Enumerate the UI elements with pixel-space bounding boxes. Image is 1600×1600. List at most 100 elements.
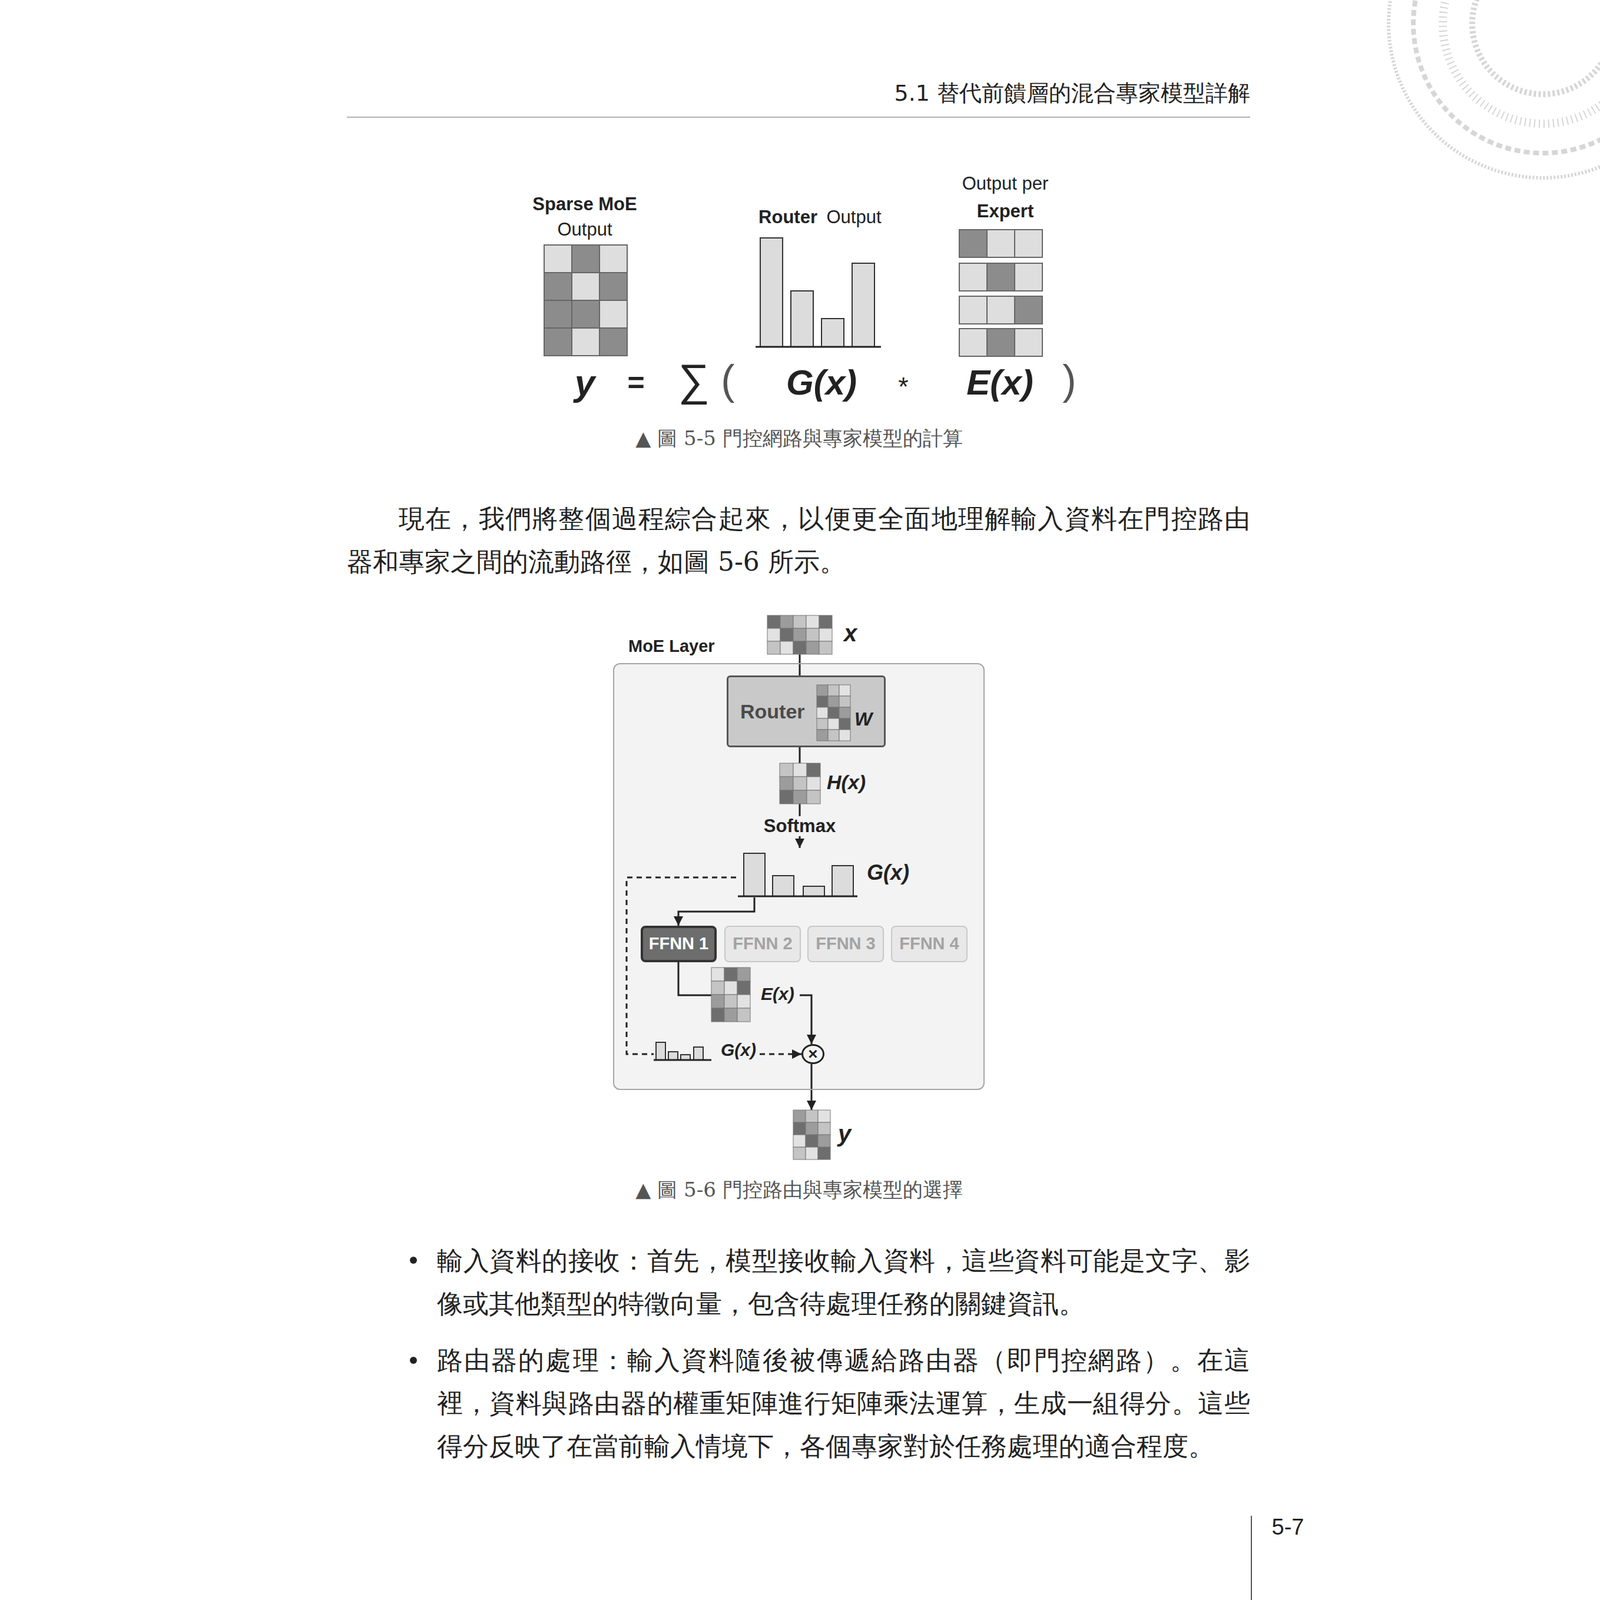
bar-baseline [653, 1059, 712, 1062]
matrix-cell [724, 994, 738, 1009]
decor-arc [1388, 0, 1600, 178]
bullet-dot [409, 1356, 417, 1364]
matrix-cell [1014, 296, 1043, 324]
matrix-cell [779, 790, 794, 804]
matrix-cell [724, 967, 738, 982]
figure-label: Output [826, 207, 881, 228]
node-label: G(x) [866, 860, 910, 885]
connector [799, 995, 812, 1045]
matrix-cell [544, 328, 572, 356]
matrix-cell [827, 696, 840, 708]
matrix-cell [806, 615, 820, 629]
matrix-cell [779, 776, 794, 791]
figure-caption: ▲ 圖 5-5 門控網路與專家模型的計算 [635, 427, 963, 450]
matrix-cell [805, 1134, 818, 1148]
matrix-cell [806, 628, 820, 642]
matrix-cell [806, 776, 821, 791]
formula-symbol: y [574, 362, 595, 403]
decor-arc [1442, 0, 1600, 124]
matrix-cell [1014, 328, 1043, 357]
matrix-cell [724, 1008, 738, 1022]
matrix-cell [793, 1134, 806, 1148]
formula-symbol: * [898, 372, 909, 402]
figure-label: Expert [976, 201, 1034, 222]
matrix-cell [737, 981, 751, 995]
matrix-cell [986, 296, 1015, 324]
matrix-cell [793, 615, 807, 629]
matrix-cell [571, 300, 600, 329]
gate-bars-small: G(x) [653, 1036, 760, 1064]
bar [760, 237, 783, 347]
matrix-cell [839, 684, 851, 697]
matrix-cell [827, 707, 840, 719]
matrix-cell [571, 328, 600, 356]
matrix-cell [793, 1110, 806, 1123]
matrix-cell [599, 328, 628, 356]
figure-label: Sparse MoE [532, 194, 637, 215]
matrix-cell [724, 981, 738, 995]
connector [678, 962, 712, 996]
moe-layer-fill [613, 663, 985, 1091]
matrix-cell [793, 790, 807, 804]
node-label: x [843, 620, 857, 647]
formula-symbol: ( [720, 357, 735, 403]
bar [772, 875, 794, 897]
input-matrix: x [767, 615, 865, 655]
matrix-cell [780, 641, 794, 655]
matrix-cell [806, 763, 821, 777]
matrix-cell [793, 763, 807, 777]
matrix-cell [737, 1008, 751, 1022]
matrix-cell [959, 229, 987, 258]
matrix-cell [805, 1110, 818, 1123]
matrix-cell [806, 641, 820, 655]
bar [852, 263, 875, 347]
matrix-cell [959, 263, 987, 291]
matrix-cell [544, 272, 572, 301]
dashed-connector [626, 877, 737, 1055]
matrix-cell [767, 628, 781, 642]
matrix-cell [779, 763, 794, 777]
dashed-connector [759, 1053, 802, 1056]
node-label: FFNN 3 [815, 934, 876, 954]
connector [810, 1064, 813, 1111]
router-box: RouterW [726, 675, 886, 748]
figure-label: Router [758, 207, 818, 228]
matrix-cell [544, 244, 572, 273]
formula-symbol: = [627, 366, 645, 400]
matrix-cell [793, 1122, 806, 1135]
multiply-circle: × [801, 1044, 825, 1065]
decor-arc [1472, 0, 1600, 95]
matrix-cell [839, 729, 851, 741]
body-paragraph: 現在，我們將整個過程綜合起來，以便更全面地理解輸入資料在門控路由器和專家之間的流… [346, 497, 1251, 583]
matrix-cell [959, 328, 987, 357]
matrix-cell [839, 718, 851, 730]
node-label: G(x) [720, 1039, 757, 1060]
matrix-cell [819, 615, 833, 629]
connector [799, 747, 801, 764]
expert-output-matrix [959, 229, 1043, 357]
matrix-cell [767, 641, 781, 655]
matrix-cell [599, 300, 628, 329]
node-label: FFNN 2 [732, 934, 793, 954]
running-header: 5.1 替代前饋層的混合專家模型詳解 [893, 81, 1251, 106]
matrix-cell [959, 296, 987, 324]
matrix-cell [817, 1147, 831, 1160]
bullet-text: 輸入資料的接收：首先，模型接收輸入資料，這些資料可能是文字、影像或其他類型的特徵… [436, 1239, 1251, 1325]
matrix-cell [817, 1134, 831, 1148]
matrix-cell [816, 707, 828, 719]
matrix-cell [827, 718, 840, 730]
matrix-cell [711, 994, 725, 1009]
figure-label: Output [557, 219, 612, 240]
matrix-cell [793, 776, 807, 791]
node-label: FFNN 1 [648, 934, 710, 954]
matrix-cell [986, 263, 1015, 291]
node-label: MoE Layer [628, 637, 715, 657]
matrix-cell [780, 628, 794, 642]
expert-output-matrix: E(x) [711, 967, 800, 1023]
logits-matrix: H(x) [779, 763, 869, 804]
bar-baseline [737, 895, 858, 898]
gate-bars: G(x) [736, 847, 913, 898]
matrix-cell [816, 684, 828, 697]
matrix-cell [819, 641, 833, 655]
formula-symbol: ) [1062, 357, 1076, 403]
